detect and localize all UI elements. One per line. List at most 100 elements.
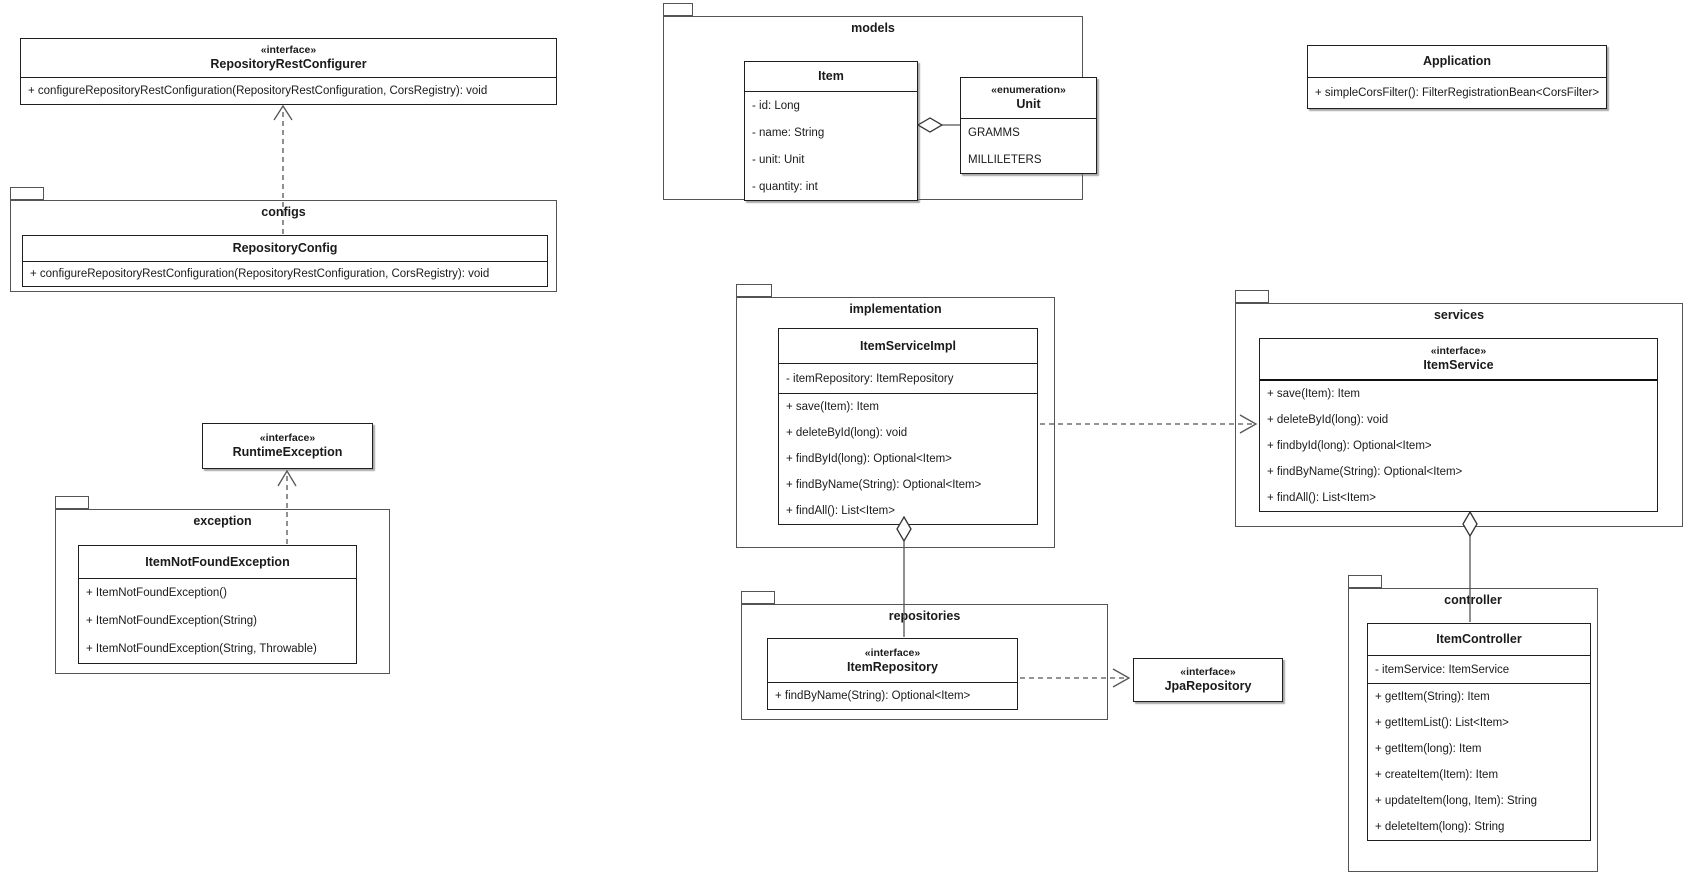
class-name: RepositoryRestConfigurer bbox=[210, 57, 367, 71]
class-name: ItemController bbox=[1436, 632, 1522, 646]
package-title: models bbox=[851, 21, 895, 35]
class-item: Item - id: Long - name: String - unit: U… bbox=[744, 61, 918, 201]
class-header: «interface» ItemService bbox=[1260, 339, 1657, 381]
class-item-repository: «interface» ItemRepository + findByName(… bbox=[767, 638, 1018, 710]
method-row: + findAll(): List<Item> bbox=[1267, 492, 1376, 504]
class-name: Unit bbox=[1016, 97, 1041, 111]
package-title: services bbox=[1433, 308, 1485, 322]
class-name: JpaRepository bbox=[1164, 679, 1252, 693]
stereotype-label: «interface» bbox=[259, 432, 316, 444]
methods-compartment: + save(Item): Item + deleteById(long): v… bbox=[1260, 381, 1657, 511]
attributes-compartment: - itemRepository: ItemRepository bbox=[779, 364, 1037, 394]
class-name: Application bbox=[1422, 54, 1492, 68]
methods-compartment: + getItem(String): Item + getItemList():… bbox=[1368, 684, 1590, 840]
class-header: «interface» RuntimeException bbox=[203, 424, 372, 468]
class-name: ItemNotFoundException bbox=[145, 554, 290, 569]
package-title: exception bbox=[193, 514, 252, 528]
package-tab-implementation bbox=[736, 284, 772, 297]
class-header: Item bbox=[745, 62, 917, 92]
class-name: Item bbox=[818, 69, 844, 83]
class-header: «interface» ItemRepository bbox=[768, 639, 1017, 683]
class-header: «interface» RepositoryRestConfigurer bbox=[21, 39, 556, 78]
method-row: + deleteItem(long): String bbox=[1375, 821, 1505, 833]
enum-value-row: GRAMMS bbox=[968, 126, 1020, 139]
package-tab-repositories bbox=[741, 591, 775, 604]
class-header: RepositoryConfig bbox=[23, 236, 547, 262]
stereotype-label: «interface» bbox=[1180, 666, 1236, 678]
package-tab-controller bbox=[1348, 575, 1382, 588]
class-unit-enumeration: «enumeration» Unit GRAMMS MILLILETERS bbox=[960, 77, 1097, 174]
attribute-row: - unit: Unit bbox=[752, 153, 805, 166]
stereotype-label: «enumeration» bbox=[991, 84, 1066, 96]
package-tab-configs bbox=[10, 187, 44, 200]
class-jpa-repository: «interface» JpaRepository bbox=[1133, 658, 1283, 702]
method-row: + simpleCorsFilter(): FilterRegistration… bbox=[1315, 87, 1600, 99]
method-row: + configureRepositoryRestConfiguration(R… bbox=[28, 85, 488, 97]
attributes-compartment: - itemService: ItemService bbox=[1368, 656, 1590, 684]
method-row: + createItem(Item): Item bbox=[1375, 769, 1499, 781]
method-row: + configureRepositoryRestConfiguration(R… bbox=[30, 268, 490, 280]
methods-compartment: + configureRepositoryRestConfiguration(R… bbox=[21, 78, 556, 104]
class-repository-rest-configurer: «interface» RepositoryRestConfigurer + c… bbox=[20, 38, 557, 105]
method-row: + ItemNotFoundException(String) bbox=[86, 615, 257, 627]
stereotype-label: «interface» bbox=[864, 646, 921, 659]
method-row: + deleteById(long): void bbox=[1267, 414, 1389, 426]
class-item-not-found-exception: ItemNotFoundException + ItemNotFoundExce… bbox=[78, 545, 357, 664]
methods-compartment: + ItemNotFoundException() + ItemNotFound… bbox=[79, 579, 356, 663]
class-header: ItemNotFoundException bbox=[79, 546, 356, 579]
stereotype-label: «interface» bbox=[1430, 345, 1487, 357]
class-name: ItemRepository bbox=[847, 659, 938, 674]
attribute-row: - itemRepository: ItemRepository bbox=[786, 372, 954, 385]
class-item-controller: ItemController - itemService: ItemServic… bbox=[1367, 623, 1591, 841]
method-row: + findByName(String): Optional<Item> bbox=[1267, 466, 1463, 478]
method-row: + getItem(long): Item bbox=[1375, 743, 1482, 755]
attribute-row: - itemService: ItemService bbox=[1375, 663, 1510, 676]
package-title: implementation bbox=[849, 302, 942, 316]
package-tab-services bbox=[1235, 290, 1269, 303]
method-row: + findByName(String): Optional<Item> bbox=[786, 479, 982, 491]
package-title: controller bbox=[1444, 593, 1502, 607]
class-repository-config: RepositoryConfig + configureRepositoryRe… bbox=[22, 235, 548, 287]
class-item-service-impl: ItemServiceImpl - itemRepository: ItemRe… bbox=[778, 328, 1038, 525]
method-row: + save(Item): Item bbox=[786, 401, 879, 413]
method-row: + findAll(): List<Item> bbox=[786, 505, 895, 517]
method-row: + findByName(String): Optional<Item> bbox=[775, 690, 971, 702]
package-title: repositories bbox=[888, 609, 961, 623]
method-row: + ItemNotFoundException(String, Throwabl… bbox=[86, 643, 317, 655]
class-application: Application + simpleCorsFilter(): Filter… bbox=[1307, 45, 1607, 109]
method-row: + ItemNotFoundException() bbox=[86, 587, 227, 599]
method-row: + getItemList(): List<Item> bbox=[1375, 717, 1509, 729]
class-header: «enumeration» Unit bbox=[961, 78, 1096, 119]
class-name: RuntimeException bbox=[232, 445, 343, 459]
class-header: ItemServiceImpl bbox=[779, 329, 1037, 364]
edge-dependency-itemserviceimpl-to-itemservice bbox=[1040, 414, 1258, 434]
methods-compartment: + configureRepositoryRestConfiguration(R… bbox=[23, 262, 547, 286]
attribute-row: - id: Long bbox=[752, 99, 800, 112]
class-header: Application bbox=[1308, 46, 1606, 78]
class-name: RepositoryConfig bbox=[232, 241, 338, 255]
class-name: ItemService bbox=[1423, 358, 1494, 372]
package-title: configs bbox=[261, 205, 306, 219]
methods-compartment: + save(Item): Item + deleteById(long): v… bbox=[779, 394, 1037, 524]
enum-value-row: MILLILETERS bbox=[968, 153, 1042, 166]
method-row: + updateItem(long, Item): String bbox=[1375, 795, 1538, 807]
class-header: «interface» JpaRepository bbox=[1134, 659, 1282, 701]
attribute-row: - quantity: int bbox=[752, 180, 818, 193]
attribute-row: - name: String bbox=[752, 126, 825, 139]
enum-values-compartment: GRAMMS MILLILETERS bbox=[961, 119, 1096, 173]
class-header: ItemController bbox=[1368, 624, 1590, 656]
class-item-service: «interface» ItemService + save(Item): It… bbox=[1259, 338, 1658, 512]
package-tab-models bbox=[663, 3, 693, 16]
package-tab-exception bbox=[55, 496, 89, 509]
class-runtime-exception: «interface» RuntimeException bbox=[202, 423, 373, 469]
method-row: + findById(long): Optional<Item> bbox=[786, 453, 952, 465]
method-row: + deleteById(long): void bbox=[786, 427, 908, 439]
method-row: + save(Item): Item bbox=[1267, 388, 1360, 400]
class-name: ItemServiceImpl bbox=[860, 338, 956, 353]
methods-compartment: + findByName(String): Optional<Item> bbox=[768, 683, 1017, 709]
method-row: + findbyId(long): Optional<Item> bbox=[1267, 440, 1432, 452]
stereotype-label: «interface» bbox=[260, 44, 317, 56]
methods-compartment: + simpleCorsFilter(): FilterRegistration… bbox=[1308, 78, 1606, 108]
attributes-compartment: - id: Long - name: String - unit: Unit -… bbox=[745, 92, 917, 200]
